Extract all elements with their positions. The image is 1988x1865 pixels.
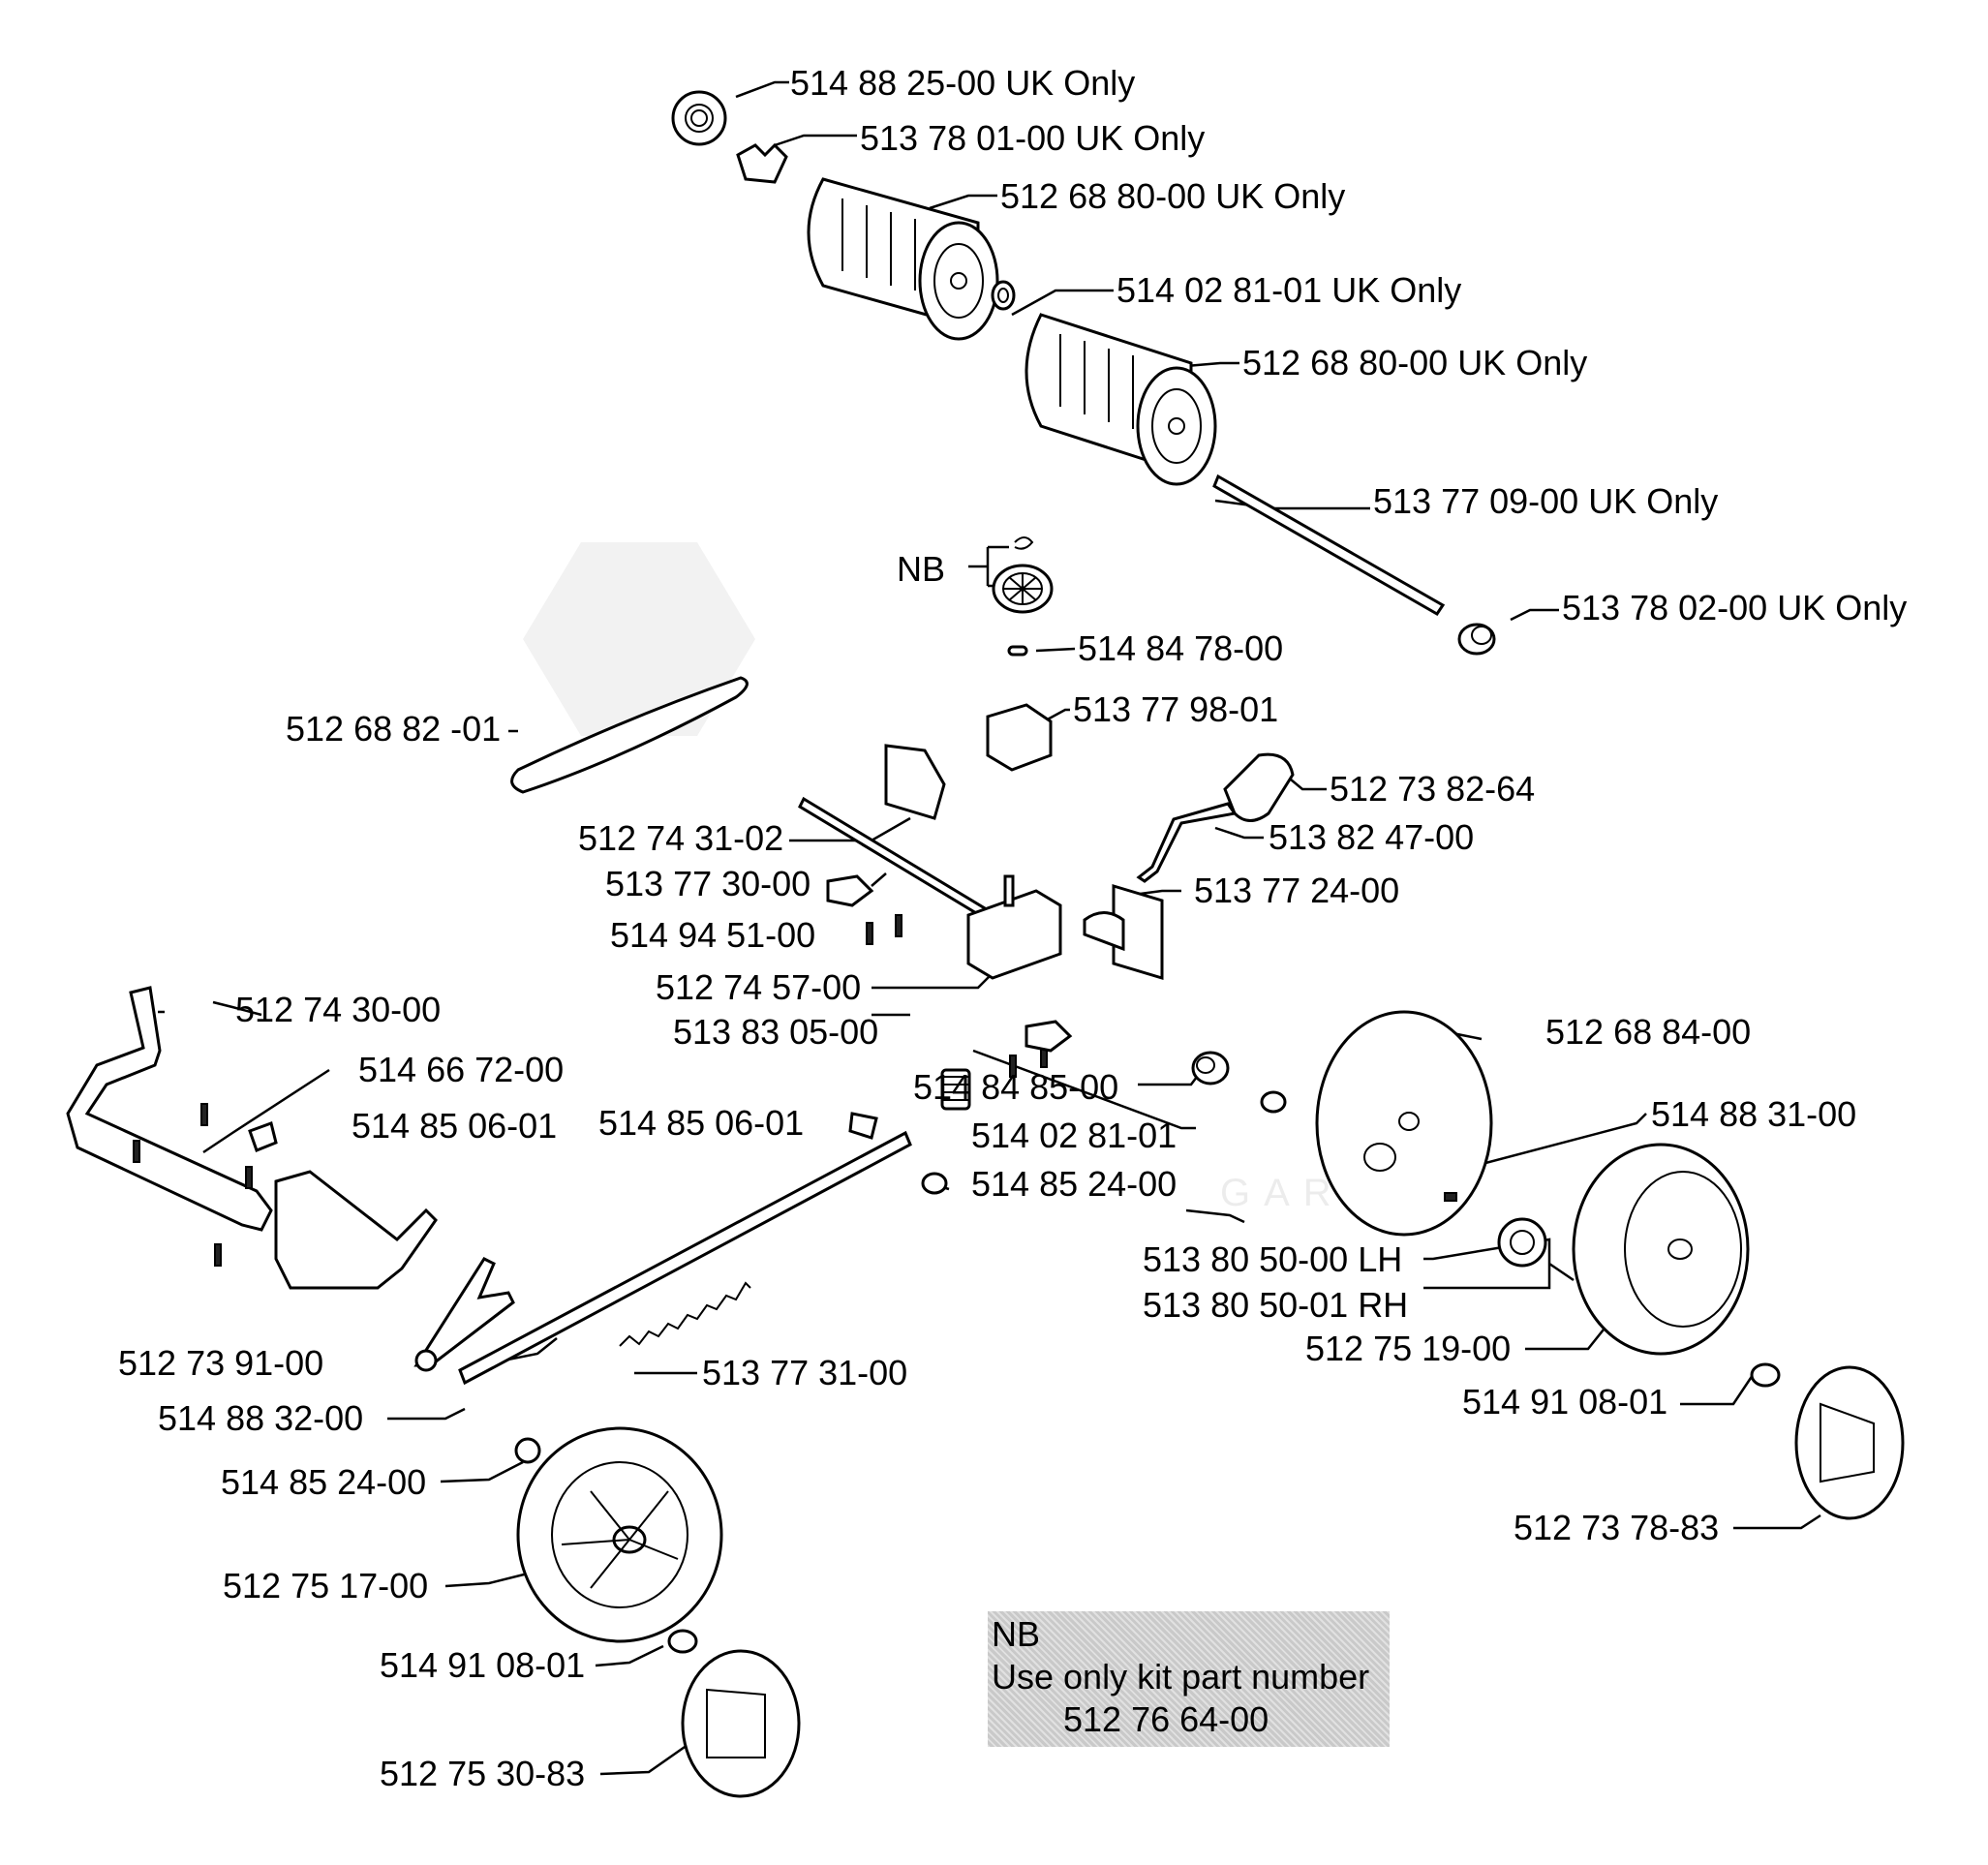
part-label: 512 68 84-00 — [1545, 1012, 1751, 1052]
washer-part-4 — [1750, 1362, 1781, 1388]
part-label: 513 77 98-01 — [1073, 689, 1278, 729]
shift-lever-part — [1136, 802, 1238, 883]
pulley-part — [992, 536, 1054, 614]
part-label: 512 73 82-64 — [1330, 769, 1535, 809]
part-label: 514 85 06-01 — [598, 1103, 804, 1143]
lever-bracket-part — [274, 1170, 438, 1290]
control-handle-part — [1223, 752, 1295, 822]
kit-note-heading: NB — [992, 1614, 1041, 1654]
part-label: 512 68 80-00 UK Only — [1000, 176, 1345, 216]
part-label: 512 68 82 -01 — [286, 709, 501, 749]
part-label: 512 68 80-00 UK Only — [1242, 343, 1587, 382]
part-label: 512 74 57-00 — [656, 967, 861, 1007]
pinion-gear-part — [1497, 1217, 1547, 1268]
part-label: 514 02 81-01 — [971, 1116, 1177, 1155]
screws-part — [133, 914, 1048, 1267]
part-label: 514 88 32-00 — [158, 1398, 363, 1438]
washer-part-3 — [921, 1172, 948, 1195]
part-label: 513 77 09-00 UK Only — [1373, 481, 1718, 521]
part-label: 514 84 78-00 — [1078, 628, 1283, 668]
pin-part-left — [248, 1121, 278, 1152]
part-label: 513 77 30-00 — [605, 864, 810, 903]
kit-note-text: Use only kit part number — [992, 1657, 1370, 1697]
part-label: 514 91 08-01 — [1462, 1382, 1667, 1422]
spring-part — [940, 1068, 971, 1111]
washer-part-5 — [514, 1437, 541, 1464]
clamp-part-lower — [1025, 1020, 1073, 1053]
gearbox-bracket-part — [884, 744, 946, 820]
part-label: 512 74 31-02 — [578, 818, 783, 858]
washer-part-2 — [1260, 1090, 1287, 1114]
part-label: 513 78 01-00 UK Only — [860, 118, 1205, 158]
part-label: 514 02 81-01 UK Only — [1116, 270, 1461, 310]
kit-note-box: NB Use only kit part number 512 76 64-00 — [988, 1611, 1390, 1747]
roller-lower-part — [1025, 313, 1217, 486]
part-label: 513 80 50-01 RH — [1143, 1285, 1408, 1325]
part-label: 513 80 50-00 LH — [1143, 1239, 1402, 1279]
part-label: 514 91 08-01 — [380, 1645, 585, 1685]
bearing-part — [671, 90, 727, 146]
kit-note-part-number: 512 76 64-00 — [1063, 1699, 1269, 1739]
part-label: 513 82 47-00 — [1269, 817, 1474, 857]
clip-part — [736, 142, 788, 184]
wheel-left-part — [516, 1426, 723, 1643]
washer-part-6 — [667, 1629, 698, 1654]
part-label: 512 73 91-00 — [118, 1343, 323, 1383]
part-label: 512 75 17-00 — [223, 1566, 428, 1605]
part-label: NB — [897, 549, 945, 589]
parts — [66, 90, 1905, 1798]
part-label: 512 75 19-00 — [1305, 1329, 1511, 1368]
part-label: 514 94 51-00 — [610, 915, 815, 955]
lever-arm-part — [66, 986, 273, 1232]
belt-part — [510, 676, 749, 794]
hubcap-left-part — [681, 1649, 801, 1798]
part-label: 514 85 24-00 — [221, 1462, 426, 1502]
part-label: 514 85 24-00 — [971, 1164, 1177, 1204]
part-label: 513 83 05-00 — [673, 1012, 878, 1052]
extension-spring-part — [619, 1281, 751, 1347]
part-label: 514 88 25-00 UK Only — [790, 63, 1135, 103]
drive-housing-part — [1315, 1010, 1493, 1237]
block-part — [986, 703, 1053, 772]
part-label: 513 78 02-00 UK Only — [1562, 588, 1907, 627]
part-label: 512 74 30-00 — [235, 990, 441, 1029]
clamp-part-upper — [826, 874, 874, 907]
part-label: 514 66 72-00 — [358, 1050, 564, 1089]
part-label: 513 77 24-00 — [1194, 871, 1399, 910]
washer-part — [991, 280, 1016, 311]
roller-upper-part — [807, 177, 999, 341]
gearbox-part — [966, 874, 1164, 981]
bushing-part — [1191, 1051, 1230, 1085]
part-label: 514 85 06-01 — [352, 1106, 557, 1146]
part-label: 512 75 30-83 — [380, 1754, 585, 1793]
pin-part-mid — [848, 1112, 878, 1140]
drive-bar-part — [458, 1130, 912, 1386]
part-labels: 514 88 25-00 UK Only 513 78 01-00 UK Onl… — [118, 63, 1907, 1793]
key-part — [1444, 1192, 1457, 1202]
actuator-arm-part — [413, 1257, 515, 1367]
key-pin-part — [1007, 645, 1028, 657]
part-label: 514 88 31-00 — [1651, 1094, 1856, 1134]
part-label: 513 77 31-00 — [702, 1353, 907, 1392]
part-label: 512 73 78-83 — [1514, 1508, 1719, 1547]
wheel-right-part — [1572, 1143, 1750, 1356]
part-label: 514 84 85-00 — [913, 1067, 1118, 1107]
end-cap-part — [1457, 623, 1496, 656]
axle-shaft-part — [1212, 474, 1446, 616]
hubcap-right-part — [1794, 1365, 1905, 1520]
